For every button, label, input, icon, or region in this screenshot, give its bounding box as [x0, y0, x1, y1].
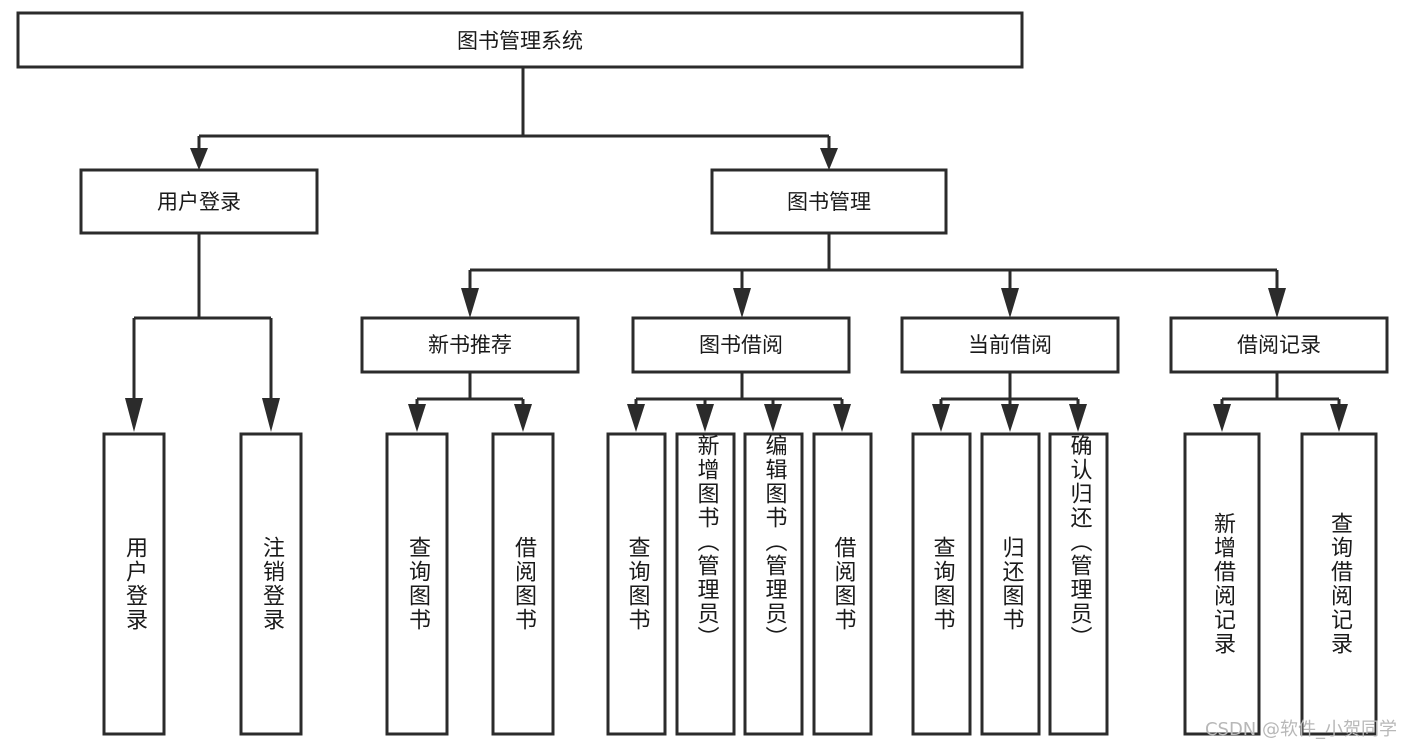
- arrow-head-current-borrow-leaf3: [1069, 404, 1087, 432]
- arrow-head-book-borrow-leaf4: [833, 404, 851, 432]
- arrow-head-book-borrow-leaf1: [627, 404, 645, 432]
- arrow-head-new-book-leaf1: [408, 404, 426, 432]
- node-box-leaf-book-borrow-2[interactable]: [675, 432, 736, 736]
- arrow-head-user-login: [190, 148, 208, 170]
- node-box-leaf-user-login-2[interactable]: [239, 432, 303, 736]
- node-box-leaf-borrow-record-1[interactable]: [1183, 432, 1261, 736]
- node-box-leaf-new-book-2[interactable]: [491, 432, 555, 736]
- arrow-head-borrow-record-leaf2: [1330, 404, 1348, 432]
- node-label-root: 图书管理系统: [457, 29, 583, 53]
- arrow-head-borrow-record-leaf1: [1213, 404, 1231, 432]
- node-label-book-borrow: 图书借阅: [699, 333, 783, 357]
- arrow-head-book-borrow: [733, 288, 751, 318]
- node-box-leaf-book-borrow-1[interactable]: [606, 432, 667, 736]
- node-box-borrow-record[interactable]: [1169, 316, 1389, 374]
- node-box-leaf-book-borrow-4[interactable]: [812, 432, 873, 736]
- arrow-head-user-login-leaf2: [262, 398, 280, 432]
- node-box-leaf-book-borrow-3[interactable]: [743, 432, 804, 736]
- arrow-head-book-borrow-leaf3: [764, 404, 782, 432]
- node-box-book-manage[interactable]: [710, 168, 948, 235]
- node-box-root[interactable]: [16, 11, 1024, 69]
- node-box-current-borrow[interactable]: [900, 316, 1120, 374]
- node-box-leaf-user-login-1[interactable]: [102, 432, 166, 736]
- node-box-leaf-borrow-record-2[interactable]: [1300, 432, 1378, 736]
- node-box-leaf-current-borrow-1[interactable]: [911, 432, 972, 736]
- arrow-head-current-borrow-leaf1: [932, 404, 950, 432]
- arrow-head-new-book: [461, 288, 479, 318]
- arrow-head-current-borrow-leaf2: [1001, 404, 1019, 432]
- node-box-leaf-current-borrow-3[interactable]: [1048, 432, 1109, 736]
- arrow-head-borrow-record: [1268, 288, 1286, 318]
- node-box-user-login[interactable]: [79, 168, 319, 235]
- node-box-new-book-recommend[interactable]: [360, 316, 580, 374]
- arrow-head-book-borrow-leaf2: [696, 404, 714, 432]
- arrow-head-user-login-leaf1: [125, 398, 143, 432]
- node-label-user-login: 用户登录: [157, 190, 241, 214]
- node-box-book-borrow[interactable]: [631, 316, 851, 374]
- arrow-head-new-book-leaf2: [514, 404, 532, 432]
- node-label-borrow-record: 借阅记录: [1237, 333, 1321, 357]
- node-label-book-manage: 图书管理: [787, 190, 871, 214]
- connector-layer: [125, 67, 1348, 432]
- node-box-leaf-new-book-1[interactable]: [385, 432, 449, 736]
- node-label-current-borrow: 当前借阅: [968, 333, 1052, 357]
- node-layer: 图书管理系统 用户登录 图书管理 新书推荐 图书借阅 当前借阅 借阅记录: [16, 11, 1389, 736]
- arrow-head-book-manage: [820, 148, 838, 170]
- node-label-new-book-recommend: 新书推荐: [428, 333, 512, 357]
- node-box-leaf-current-borrow-2[interactable]: [980, 432, 1041, 736]
- arrow-head-current-borrow: [1001, 288, 1019, 318]
